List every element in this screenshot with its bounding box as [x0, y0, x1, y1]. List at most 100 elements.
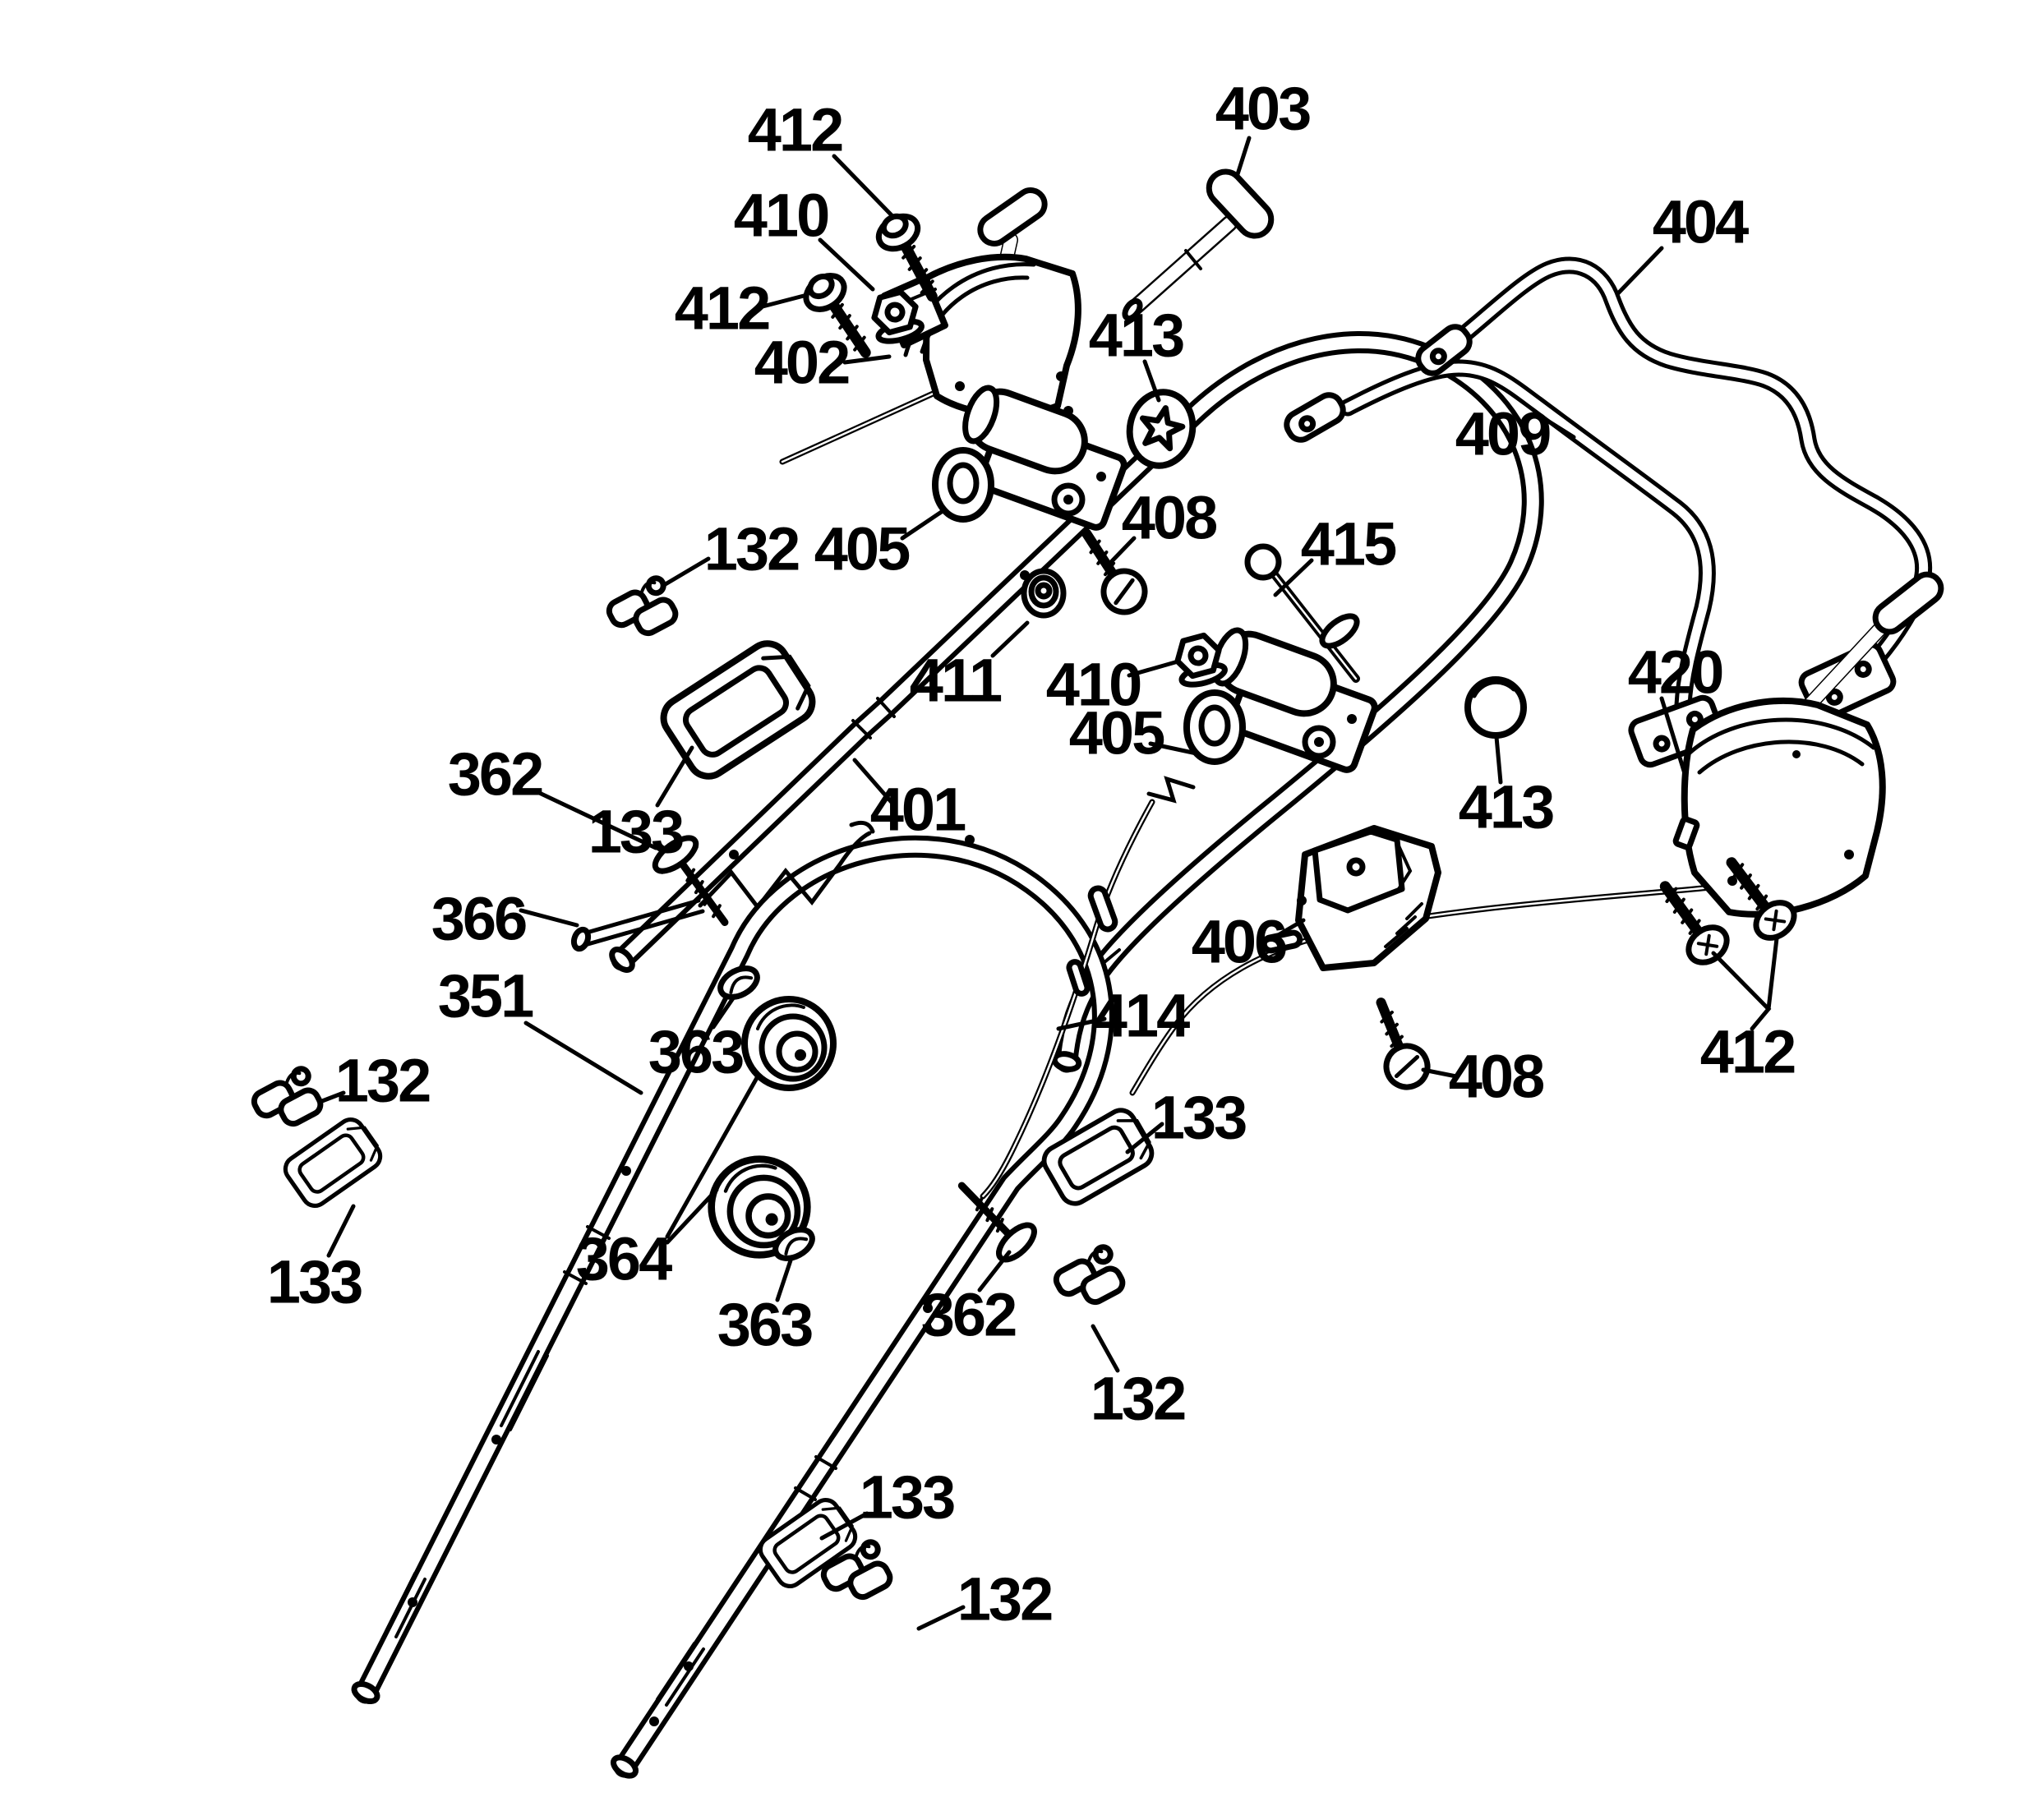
cable-clip-132-d: [820, 1539, 893, 1601]
leader-line-410: [1127, 660, 1178, 678]
leader-line-133: [655, 745, 694, 808]
lower-handle-tube-351: [351, 835, 1114, 1779]
leader-line-406: [1273, 918, 1306, 939]
part-label-408: 408: [1449, 1043, 1543, 1111]
leader-line-404: [1615, 246, 1664, 297]
part-label-404: 404: [1653, 188, 1749, 256]
bail-lug: [1415, 324, 1473, 376]
leader-line-403: [1235, 136, 1252, 177]
tube-end-opening: [351, 1680, 380, 1705]
part-label-405: 405: [814, 515, 910, 583]
screw-408-a: [1081, 528, 1148, 615]
handle-knob-364-b: [708, 1155, 811, 1259]
part-label-133: 133: [860, 1463, 954, 1532]
part-label-362: 362: [448, 740, 542, 809]
leader-line-364: [665, 1074, 760, 1239]
part-label-403: 403: [1215, 75, 1310, 143]
part-label-132: 132: [957, 1565, 1052, 1633]
tube-end-opening: [610, 1754, 639, 1779]
screw-412-d: [1726, 857, 1797, 941]
leader-line-363: [711, 993, 737, 1030]
bail-lug: [1284, 392, 1346, 443]
leader-line-362: [532, 788, 658, 850]
tube-slots: [385, 1350, 705, 1707]
bail-handle-404: [1415, 256, 1933, 722]
part-label-132: 132: [335, 1047, 430, 1115]
screw-412-c: [1659, 881, 1730, 965]
part-label-412: 412: [748, 96, 842, 164]
cable-z-hook: [1146, 776, 1196, 804]
part-label-402: 402: [754, 329, 849, 397]
leader-line-408: [1421, 1067, 1459, 1079]
leader-line-351: [523, 1021, 643, 1095]
hex-nut-410-b: [1174, 632, 1228, 688]
throttle-control-402: [881, 187, 1081, 418]
throttle-control-420: [1672, 571, 1944, 918]
leader-line-133: [1125, 1122, 1164, 1154]
tube-end-opening: [609, 947, 635, 973]
part-label-363: 363: [717, 1291, 812, 1359]
part-label-412: 412: [1700, 1018, 1795, 1086]
leader-line-402: [842, 354, 892, 365]
leader-line-132: [1091, 1324, 1120, 1373]
leader-line-362: [977, 1250, 1012, 1292]
cable-414: [980, 776, 1196, 1200]
leader-line-410: [818, 237, 875, 292]
pin-415: [1244, 543, 1360, 683]
part-label-351: 351: [438, 962, 533, 1030]
handle-pin-403: [1122, 168, 1275, 322]
part-label-406: 406: [1192, 908, 1286, 976]
spring-bracket-366: [570, 820, 875, 952]
leader-line-133: [326, 1204, 356, 1258]
part-label-133: 133: [1151, 1084, 1246, 1152]
part-label-364: 364: [576, 1225, 672, 1293]
switch-housing-406: [1295, 825, 1441, 971]
screw-412-b: [803, 273, 871, 358]
leader-line-412: [832, 154, 894, 218]
leader-line-413: [1494, 735, 1503, 785]
part-label-405: 405: [1069, 699, 1164, 767]
part-label-410: 410: [1046, 651, 1141, 719]
part-label-411: 411: [910, 647, 1002, 715]
cable-tie-133-b: [1041, 1108, 1155, 1206]
leader-line-412: [760, 293, 806, 309]
part-label-132: 132: [704, 515, 799, 583]
part-label-415: 415: [1301, 510, 1396, 578]
part-label-413: 413: [1089, 302, 1183, 370]
leader-line-132: [320, 1090, 346, 1104]
leader-line-408: [1109, 536, 1137, 564]
cable-clip-132-a: [606, 575, 679, 637]
cable-tie-133-c: [283, 1117, 383, 1208]
part-label-363: 363: [648, 1018, 743, 1086]
leader-line-364: [665, 1187, 719, 1245]
hex-nut-410-a: [871, 288, 925, 344]
part-label-362: 362: [921, 1281, 1016, 1349]
bail-mount-plate: [1798, 642, 1897, 722]
star-washer-413: [1126, 389, 1197, 469]
cable-clip-132-b: [251, 1066, 324, 1127]
throttle-lever-grip: [977, 187, 1048, 247]
part-label-412: 412: [675, 274, 769, 343]
leader-line-132: [662, 556, 711, 587]
curved-washer-363-a: [717, 965, 760, 1000]
leader-line-409: [1536, 412, 1576, 440]
cable-tie-133-a: [660, 640, 816, 780]
part-label-133: 133: [267, 1248, 362, 1316]
handle-clamp-405-lower: [1183, 627, 1378, 773]
part-label-132: 132: [1091, 1365, 1185, 1433]
handle-knob-364-a: [741, 996, 837, 1091]
leader-line-366: [519, 908, 579, 928]
leader-line-415: [1273, 558, 1314, 597]
leader-line-412: [1766, 936, 1779, 1011]
part-label-366: 366: [431, 885, 526, 953]
curved-washer-363-b: [772, 1227, 815, 1261]
leader-line-413: [1142, 359, 1161, 403]
throttle-lever-grip: [1872, 571, 1944, 635]
flange-nut-411: [1021, 568, 1067, 619]
leader-line-405: [1148, 741, 1199, 756]
throttle-cable-upper: [779, 388, 942, 465]
part-label-133: 133: [588, 798, 683, 866]
